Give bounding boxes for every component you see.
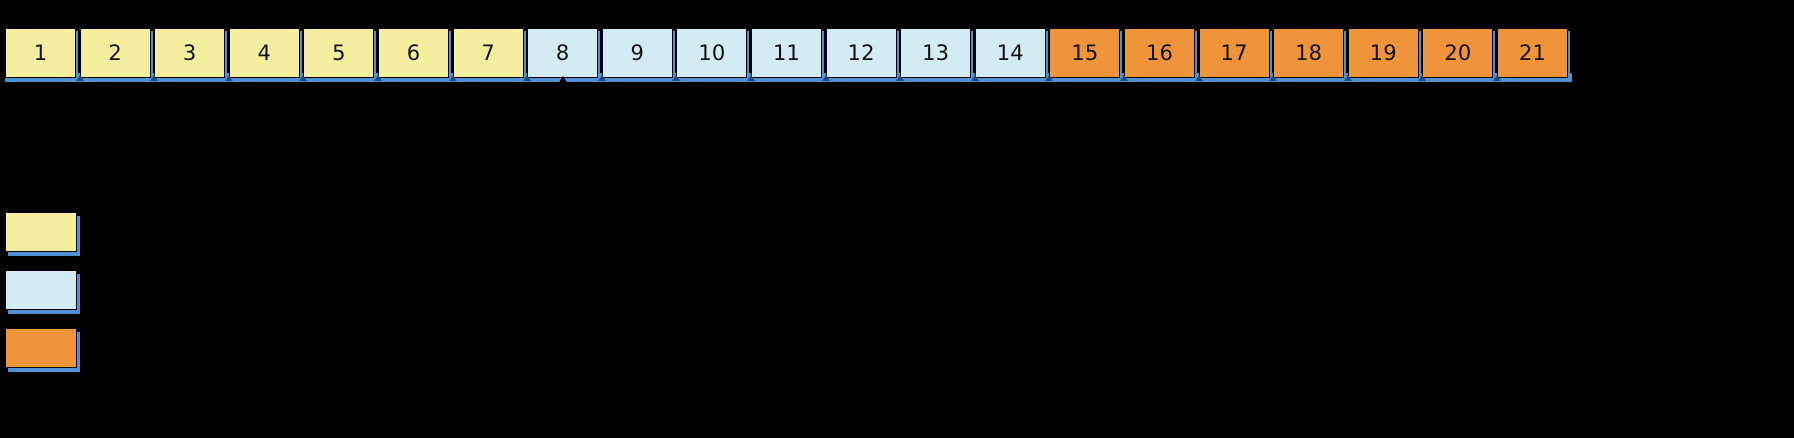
timeline-tick <box>1418 75 1427 81</box>
legend-swatch-phase_a <box>5 212 77 252</box>
timeline-cell-10[interactable]: 10 <box>676 28 748 78</box>
timeline-cell-label: 2 <box>108 40 122 65</box>
legend-item-phase_b[interactable] <box>5 270 91 310</box>
timeline-cell-label: 11 <box>772 40 801 65</box>
timeline-cell-7[interactable]: 7 <box>452 28 524 78</box>
timeline-tick <box>374 75 382 81</box>
timeline-cell-5[interactable]: 5 <box>303 28 375 78</box>
legend <box>0 190 500 438</box>
timeline-cell-20[interactable]: 20 <box>1422 28 1494 78</box>
timeline-cell-label: 6 <box>406 40 421 65</box>
timeline-cell-label: 7 <box>481 40 495 65</box>
timeline-tick <box>1343 75 1352 81</box>
timeline-cell-label: 3 <box>182 40 197 65</box>
timeline-tick <box>448 75 457 81</box>
timeline-cell-label: 17 <box>1220 40 1248 65</box>
timeline-tick <box>747 75 755 81</box>
timeline-cell-label: 8 <box>555 40 570 65</box>
timeline-cell-6[interactable]: 6 <box>378 28 449 78</box>
timeline-cell-label: 12 <box>847 40 875 65</box>
legend-swatch-phase_b <box>5 270 77 310</box>
timeline-cell-label: 9 <box>630 40 645 65</box>
timeline-cell-label: 16 <box>1145 40 1174 65</box>
timeline-tick <box>299 75 308 81</box>
timeline-cell-21[interactable]: 21 <box>1497 28 1568 78</box>
timeline-tick <box>523 75 532 81</box>
timeline-cell-label: 21 <box>1518 40 1547 65</box>
timeline-cell-label: 14 <box>996 40 1024 65</box>
timeline-tick <box>1045 75 1054 81</box>
timeline-cell-16[interactable]: 16 <box>1124 28 1195 78</box>
timeline-cell-label: 19 <box>1369 40 1397 65</box>
timeline-cell-1[interactable]: 1 <box>5 28 76 78</box>
timeline-cell-12[interactable]: 12 <box>825 28 897 78</box>
legend-swatch-phase_c <box>5 328 77 368</box>
timeline-cell-19[interactable]: 19 <box>1347 28 1419 78</box>
timeline-cell-8[interactable]: 8 <box>527 28 599 78</box>
timeline-tick <box>224 75 233 81</box>
timeline-cell-label: 18 <box>1295 40 1323 65</box>
timeline-tick <box>1269 75 1278 81</box>
timeline-tick <box>1493 75 1501 81</box>
legend-item-phase_a[interactable] <box>5 212 91 252</box>
timeline-tick <box>75 75 84 81</box>
timeline-cell-14[interactable]: 14 <box>974 28 1046 78</box>
timeline-tick <box>597 75 606 81</box>
timeline-tick <box>672 75 681 81</box>
timeline-cell-label: 10 <box>698 40 726 65</box>
timeline-cell-label: 13 <box>922 40 950 65</box>
timeline-cell-label: 20 <box>1444 40 1472 65</box>
timeline-cell-label: 5 <box>332 40 346 65</box>
timeline-cell-17[interactable]: 17 <box>1198 28 1270 78</box>
timeline-cell-13[interactable]: 13 <box>900 28 972 78</box>
timeline-tick <box>970 75 979 81</box>
timeline-cell-15[interactable]: 15 <box>1049 28 1121 78</box>
timeline-cell-11[interactable]: 11 <box>751 28 822 78</box>
timeline-cell-label: 1 <box>33 40 48 65</box>
legend-item-phase_c[interactable] <box>5 328 91 368</box>
timeline-tick <box>1120 75 1128 81</box>
timeline-cell-2[interactable]: 2 <box>79 28 151 78</box>
timeline-tick <box>821 75 830 81</box>
timeline-cell-label: 15 <box>1071 40 1099 65</box>
timeline-cell-9[interactable]: 9 <box>601 28 673 78</box>
timeline-tick <box>150 75 159 81</box>
timeline-cell-18[interactable]: 18 <box>1273 28 1345 78</box>
timeline-tick <box>1194 75 1203 81</box>
timeline-tick <box>896 75 905 81</box>
timeline-cell-3[interactable]: 3 <box>154 28 226 78</box>
timeline-marker-caret[interactable] <box>555 76 570 87</box>
timeline-cell-4[interactable]: 4 <box>228 28 300 78</box>
timeline-cell-label: 4 <box>257 40 272 65</box>
